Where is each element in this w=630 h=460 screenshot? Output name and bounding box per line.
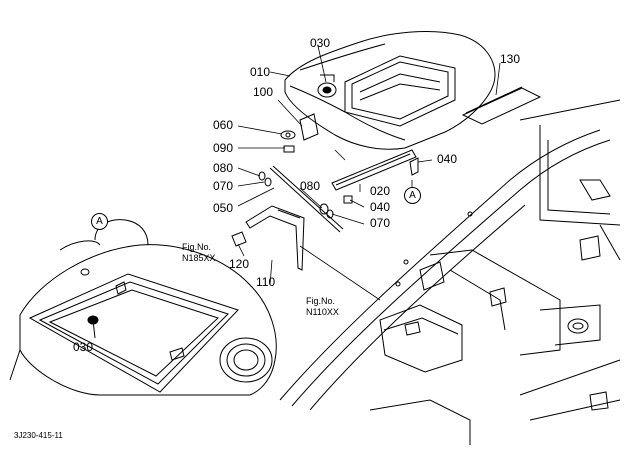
part-label-040-right: 040	[437, 152, 458, 166]
part-label-070-right: 070	[370, 216, 391, 230]
callout-a-right: A	[404, 187, 421, 204]
frame-structure	[279, 99, 621, 445]
figure-ref-n110-line2: N110XX	[306, 307, 339, 317]
part-label-020: 020	[370, 184, 391, 198]
part-label-130: 130	[500, 52, 521, 66]
figure-ref-n185-line1: Fig.No.	[182, 242, 212, 252]
console-housing	[9, 219, 277, 396]
hardware-parts	[231, 113, 419, 247]
part-label-080-right: 080	[300, 179, 321, 193]
part-label-050: 050	[213, 201, 234, 215]
part-label-120: 120	[229, 257, 250, 271]
figure-ref-n110-line1: Fig.No.	[306, 296, 336, 306]
document-code: 3J230-415-11	[14, 431, 63, 440]
rod-050	[269, 165, 344, 233]
part-label-080-left: 080	[213, 161, 234, 175]
figure-ref-n185-line2: N185XX	[182, 253, 216, 263]
part-label-070-left: 070	[213, 179, 234, 193]
lid-assembly-010	[284, 30, 496, 150]
part-label-110: 110	[256, 275, 276, 289]
part-label-090: 090	[213, 141, 234, 155]
part-label-030-bottom: 030	[73, 340, 94, 354]
figure-ref-n110: Fig.No. N110XX	[306, 297, 339, 317]
part-label-030-top: 030	[310, 36, 331, 50]
leader-lines	[237, 45, 501, 301]
part-label-060: 060	[213, 118, 234, 132]
part-label-040-lower: 040	[370, 200, 391, 214]
panel-130	[461, 86, 542, 125]
callout-a-left: A	[91, 213, 108, 230]
figure-ref-n185: Fig.No. N185XX	[182, 243, 216, 263]
bracket-110	[245, 205, 305, 271]
rail-020	[331, 149, 417, 191]
part-label-010: 010	[250, 65, 271, 79]
part-label-100: 100	[253, 85, 274, 99]
